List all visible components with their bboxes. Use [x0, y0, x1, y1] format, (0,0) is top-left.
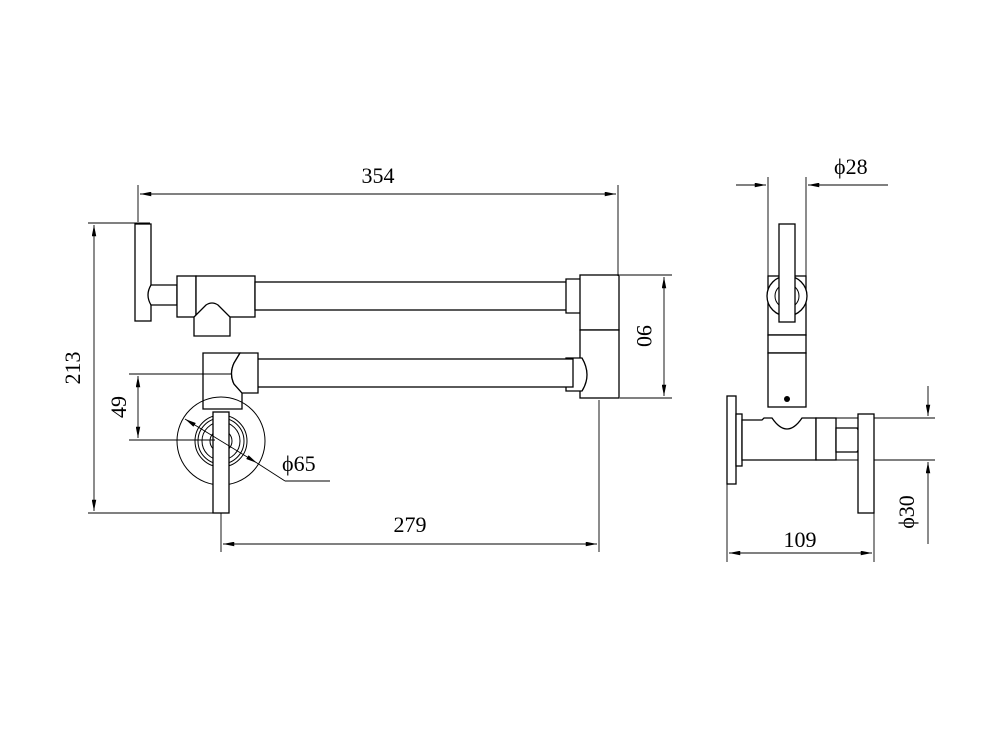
- lower-handle: [212, 411, 230, 514]
- side-inlet-body: [741, 417, 817, 461]
- side-view: ϕ28 ϕ30 109: [726, 154, 935, 562]
- pivot-block-lower: [579, 329, 620, 399]
- dim-flange-diameter: ϕ65: [282, 451, 316, 476]
- pivot-block-upper: [579, 274, 620, 331]
- dim-inlet-offset: 49: [106, 396, 131, 418]
- dim-overall-height: 213: [60, 352, 85, 385]
- side-flange-step: [735, 413, 743, 467]
- side-handle: [778, 223, 796, 323]
- upper-stub: [147, 284, 178, 306]
- side-aerator-dot: [784, 396, 790, 402]
- dim-wall-to-pivot: 279: [394, 512, 427, 537]
- lower-arm: [254, 358, 574, 388]
- lower-elbow-nut: [230, 352, 259, 394]
- side-inlet-nut: [815, 417, 837, 461]
- upper-handle: [134, 223, 152, 322]
- dim-inlet-diameter: ϕ30: [894, 495, 919, 529]
- dim-arm-spacing: 90: [632, 325, 657, 347]
- dim-overall-length: 354: [362, 163, 395, 188]
- dim-projection: 109: [784, 527, 817, 552]
- upper-valve-collar: [176, 275, 197, 318]
- side-lower-handle: [857, 413, 875, 514]
- upper-arm: [254, 281, 574, 311]
- side-mid-block: [767, 334, 807, 354]
- side-flange: [726, 395, 737, 485]
- dim-body-diameter: ϕ28: [834, 154, 868, 179]
- front-view: 354 213 90 49 ϕ65 279: [60, 163, 672, 552]
- upper-valve-spout: [193, 302, 231, 337]
